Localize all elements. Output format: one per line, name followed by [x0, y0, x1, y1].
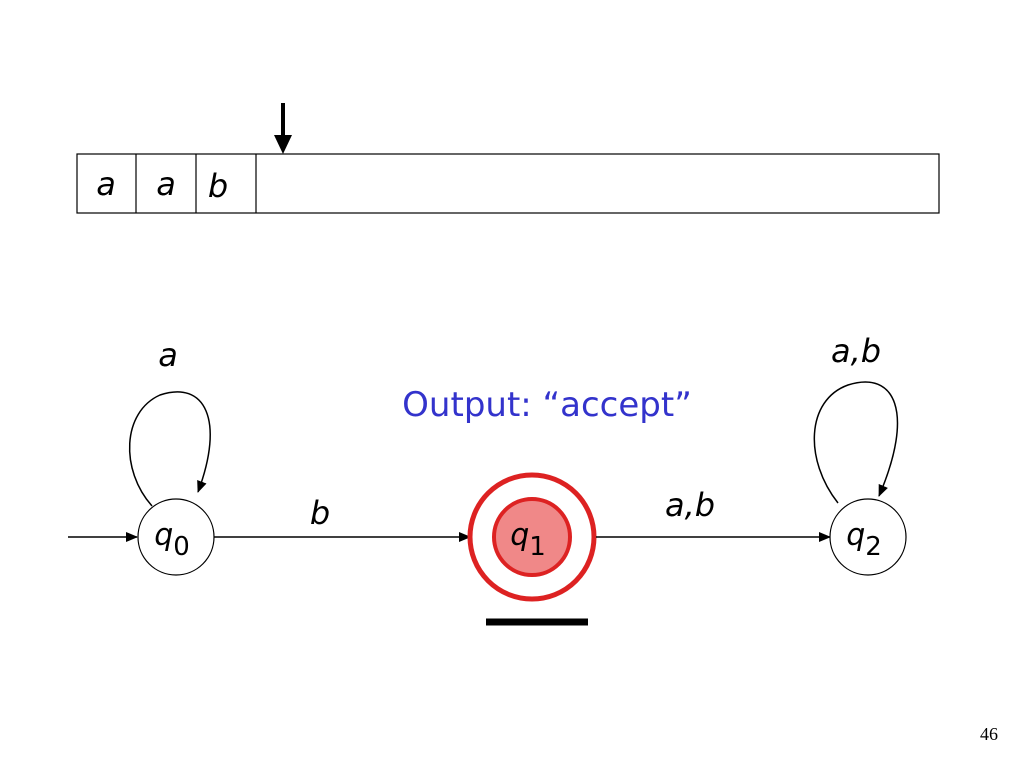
state-label-q1: q1	[510, 518, 546, 562]
tape-cell-symbol: b	[208, 167, 228, 205]
state-q0: q0	[137, 498, 215, 576]
state-label-q0: q0	[154, 518, 190, 562]
q0-self-loop	[128, 391, 211, 507]
q2-loop-label: a,b	[831, 332, 881, 370]
output-message: Output: “accept”	[402, 385, 692, 425]
state-q1: q1	[467, 472, 597, 602]
state-circle	[829, 498, 907, 576]
q2-self-loop	[813, 381, 899, 504]
transition-q0-q1-label: b	[310, 494, 330, 532]
tape-cell-symbol: a	[96, 165, 116, 203]
tape-head-arrow	[274, 103, 292, 154]
state-q2: q2	[829, 498, 907, 576]
input-tape: a a b	[76, 153, 940, 214]
state-label-q2: q2	[846, 518, 882, 562]
state-circle-accepting	[492, 497, 572, 577]
tape-outline	[76, 153, 940, 214]
transition-q1-q2-label: a,b	[665, 486, 715, 524]
q0-loop-label: a	[158, 336, 178, 374]
page-number: 46	[980, 724, 998, 744]
tape-cell-symbol: a	[156, 165, 176, 203]
